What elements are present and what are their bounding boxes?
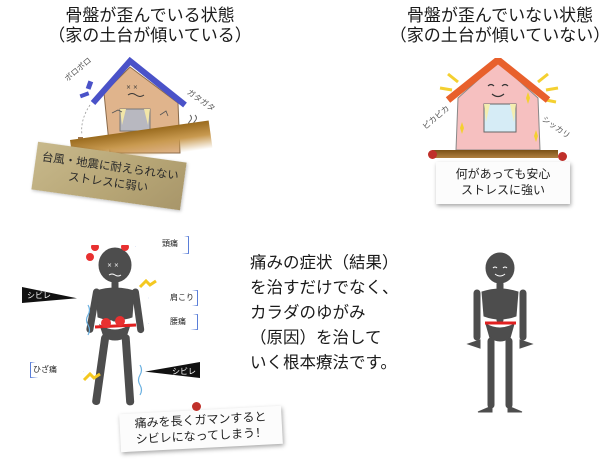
description-line: いく根本療法です。: [250, 353, 397, 372]
note-line2: ストレスに強い: [460, 183, 545, 197]
pushpin-icon: [192, 402, 201, 411]
flat-ground: [432, 150, 558, 158]
description-line: （原因）を治して: [250, 328, 382, 347]
stiff-shoulder-label: 肩こり: [170, 293, 194, 302]
headache-label: 頭痛: [162, 239, 178, 248]
back-pain-label: 腰痛: [170, 317, 186, 326]
pushpin-icon: [428, 150, 437, 159]
skeleton-in-pain: × ×: [60, 243, 170, 425]
knee-pain-label: ひざ痛: [33, 365, 57, 374]
left-title-line2: （家の土台が傾いている）: [48, 26, 252, 46]
treatment-description: 痛みの症状（結果） を治すだけでなく、 カラダのゆがみ （原因）を治して いく根…: [250, 250, 399, 375]
right-title: 骨盤が歪んでいない状態 （家の土台が傾いていない）: [385, 6, 614, 46]
healthy-skeleton: [460, 252, 540, 422]
left-title: 骨盤が歪んでいる状態 （家の土台が傾いている）: [30, 6, 270, 46]
skeleton-healthy-icon: [466, 252, 534, 413]
straight-house-illustration: [430, 55, 570, 158]
pushpin-icon: [558, 152, 567, 161]
pain-warning-note: 痛みを長くガマンすると シビレになってしまう！: [119, 405, 283, 453]
left-title-line1: 骨盤が歪んでいる状態: [65, 6, 235, 26]
right-title-line2: （家の土台が傾いていない）: [389, 26, 611, 46]
strong-house-note: 何があっても安心 ストレスに強い: [436, 162, 570, 204]
description-line: カラダのゆがみ: [250, 303, 366, 322]
numbness-right-label: シビレ: [172, 367, 196, 376]
svg-text:× ×: × ×: [107, 262, 119, 269]
skeleton-pain-icon: × ×: [82, 243, 157, 406]
note-line1: 何があっても安心: [455, 167, 551, 181]
svg-text:× ×: × ×: [126, 84, 138, 91]
right-title-line1: 骨盤が歪んでいない状態: [406, 6, 594, 26]
numbness-left-label: シビレ: [27, 291, 51, 300]
description-line: 痛みの症状（結果）: [250, 253, 399, 272]
description-line: を治すだけでなく、: [250, 278, 399, 297]
happy-house-icon: [439, 55, 559, 151]
